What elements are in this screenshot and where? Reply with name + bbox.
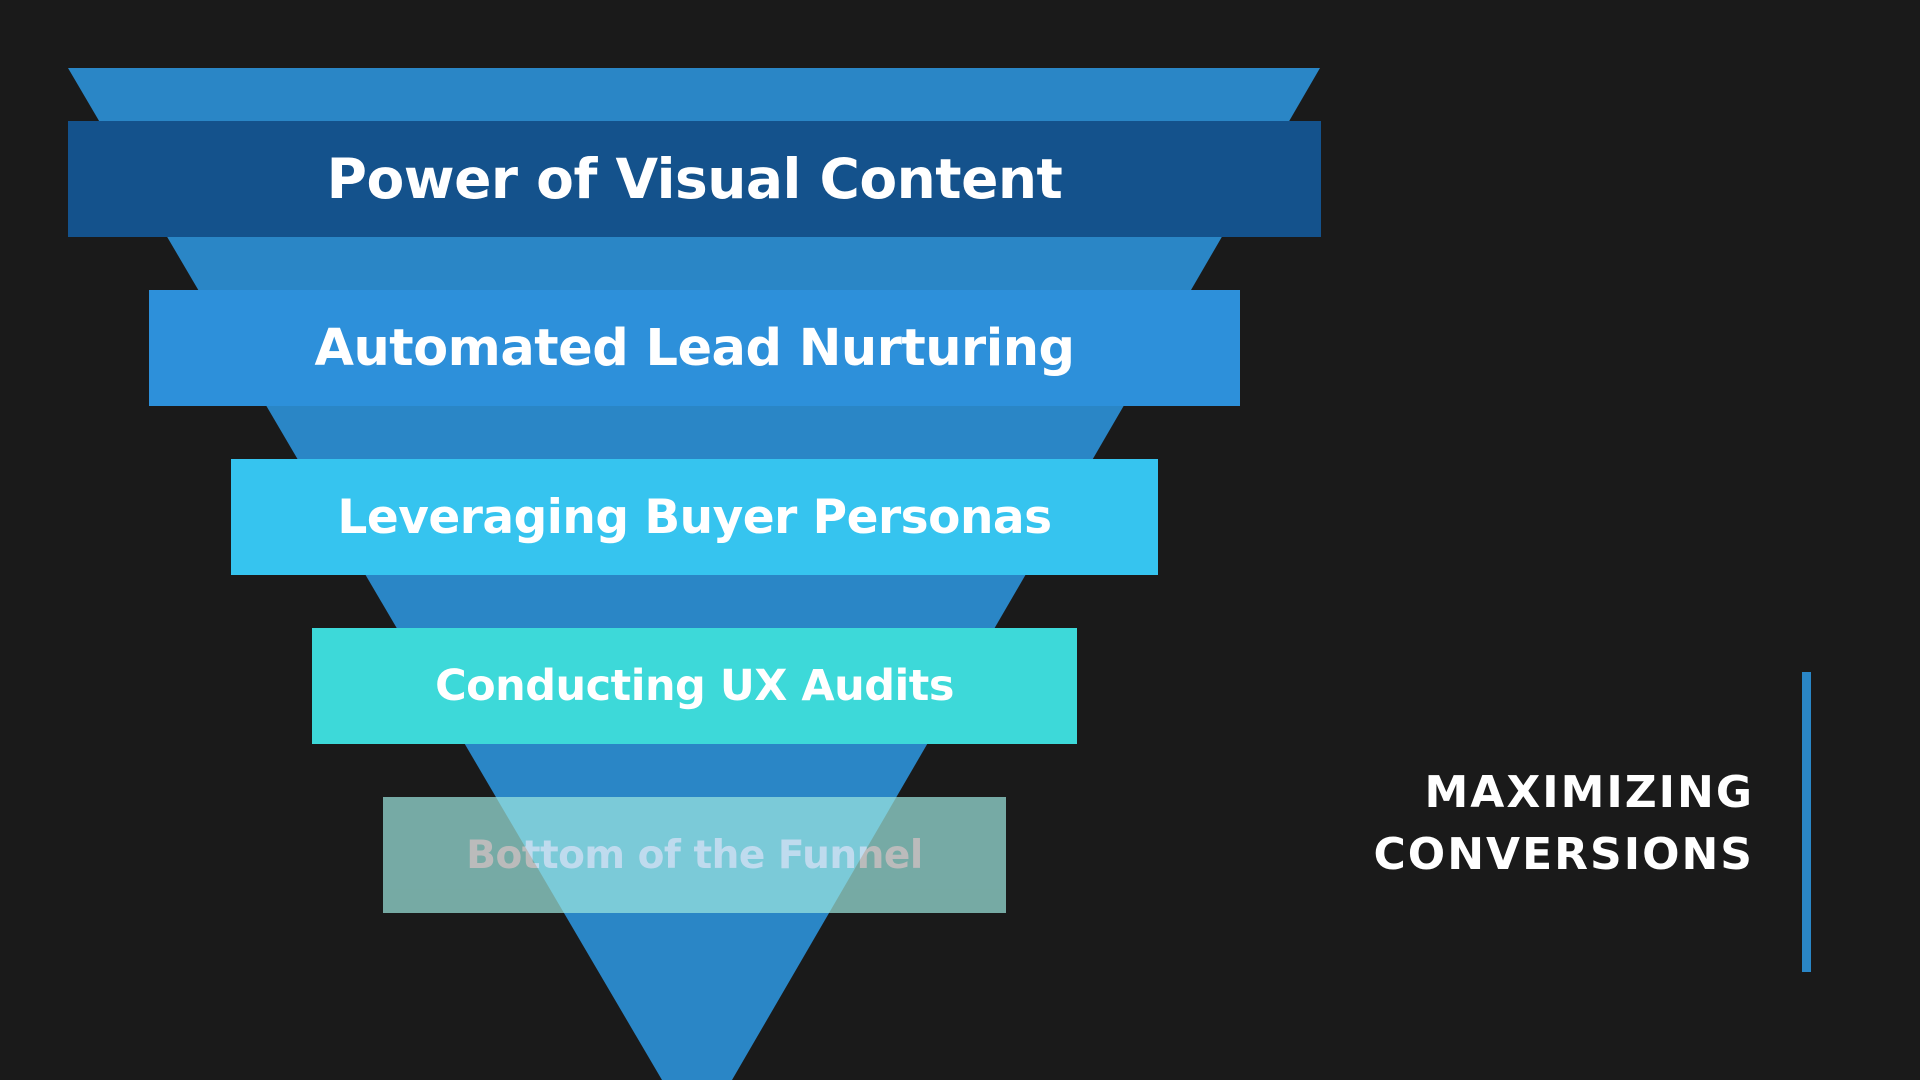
funnel-stage-3: Leveraging Buyer Personas [231,459,1158,575]
accent-bar [1802,672,1811,972]
side-title: MAXIMIZING CONVERSIONS [1374,762,1755,886]
funnel-stage-1: Power of Visual Content [68,121,1321,237]
funnel-stage-5: Bottom of the Funnel [383,797,1006,913]
side-title-line-1: MAXIMIZING [1424,767,1754,818]
funnel-stage-2: Automated Lead Nurturing [149,290,1240,406]
side-title-line-2: CONVERSIONS [1373,829,1754,880]
funnel-stage-4: Conducting UX Audits [312,628,1077,744]
